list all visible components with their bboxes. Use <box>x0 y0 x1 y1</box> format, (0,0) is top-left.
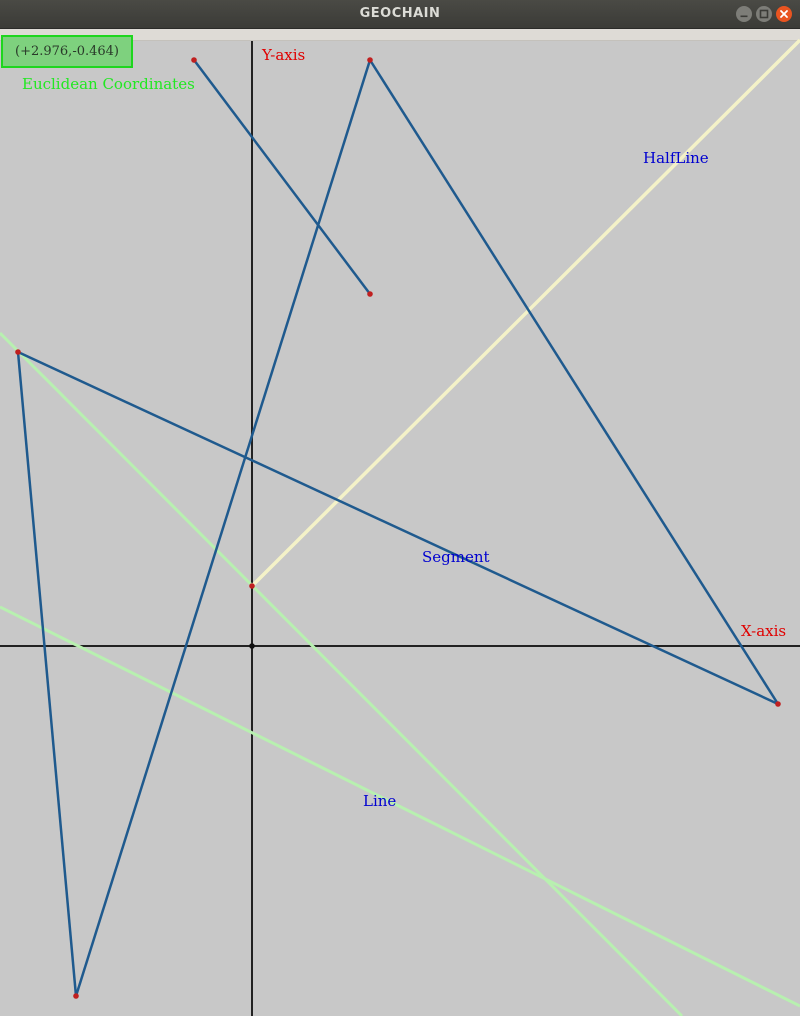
segment-4[interactable] <box>17 350 779 706</box>
segment-2[interactable] <box>368 59 780 705</box>
point-marker[interactable] <box>367 57 373 63</box>
point-marker[interactable] <box>73 993 79 999</box>
menu-strip <box>0 29 800 41</box>
point-marker[interactable] <box>367 291 373 297</box>
halfline-label: HalfLine <box>643 149 709 167</box>
x-axis-label: X-axis <box>741 622 786 640</box>
point-marker[interactable] <box>191 57 197 63</box>
maximize-icon[interactable] <box>756 6 772 22</box>
segment-3[interactable] <box>74 59 372 997</box>
window-title: GEOCHAIN <box>359 6 441 21</box>
segment-5[interactable] <box>16 351 78 997</box>
point-marker[interactable] <box>775 701 781 707</box>
line-1[interactable] <box>0 331 684 1016</box>
point-marker[interactable] <box>249 583 255 589</box>
segment-label: Segment <box>422 548 490 566</box>
minimize-icon[interactable] <box>736 6 752 22</box>
coordinate-system-caption: Euclidean Coordinates <box>22 75 195 93</box>
segment-1[interactable] <box>193 59 371 295</box>
y-axis-label: Y-axis <box>261 46 305 64</box>
line-label: Line <box>363 792 396 810</box>
origin-marker <box>249 643 255 649</box>
point-marker[interactable] <box>15 349 21 355</box>
title-bar: GEOCHAIN <box>0 0 800 29</box>
coordinate-readout: (+2.976,-0.464) <box>1 35 133 68</box>
close-icon[interactable] <box>776 6 792 22</box>
halfline[interactable] <box>250 38 800 588</box>
line-2[interactable] <box>0 605 800 1008</box>
